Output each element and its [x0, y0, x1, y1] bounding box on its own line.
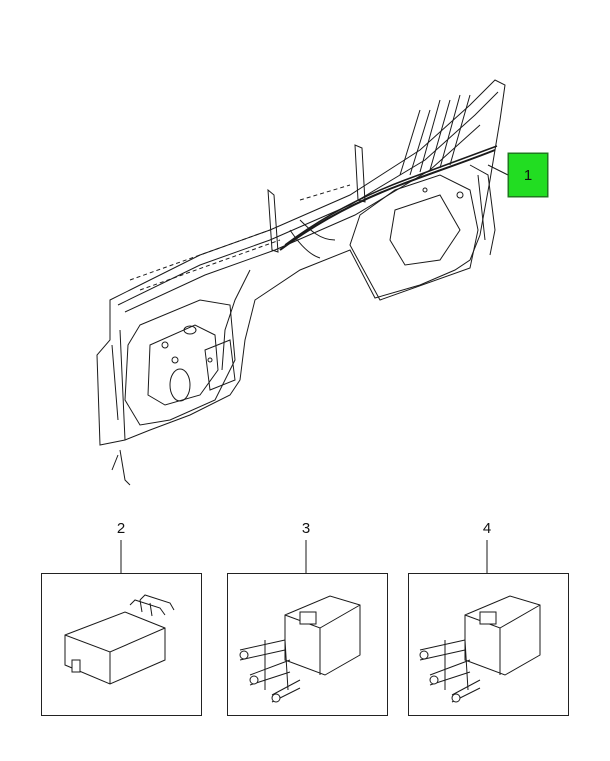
callout-1-leader: [487, 164, 509, 176]
relay-4-drawing: [419, 595, 541, 703]
relay-2-drawing: [64, 594, 175, 685]
relay-3-panel: [227, 573, 388, 716]
relay-2-panel: [41, 573, 202, 716]
relay-3-drawing: [239, 595, 361, 703]
dashboard-panel-drawing: [96, 79, 506, 486]
callout-2-label: 2: [116, 520, 126, 537]
callout-1-label: 1: [508, 153, 548, 197]
callout-3-label: 3: [301, 520, 311, 537]
callout-4-label: 4: [482, 520, 492, 537]
relay-4-panel: [408, 573, 569, 716]
